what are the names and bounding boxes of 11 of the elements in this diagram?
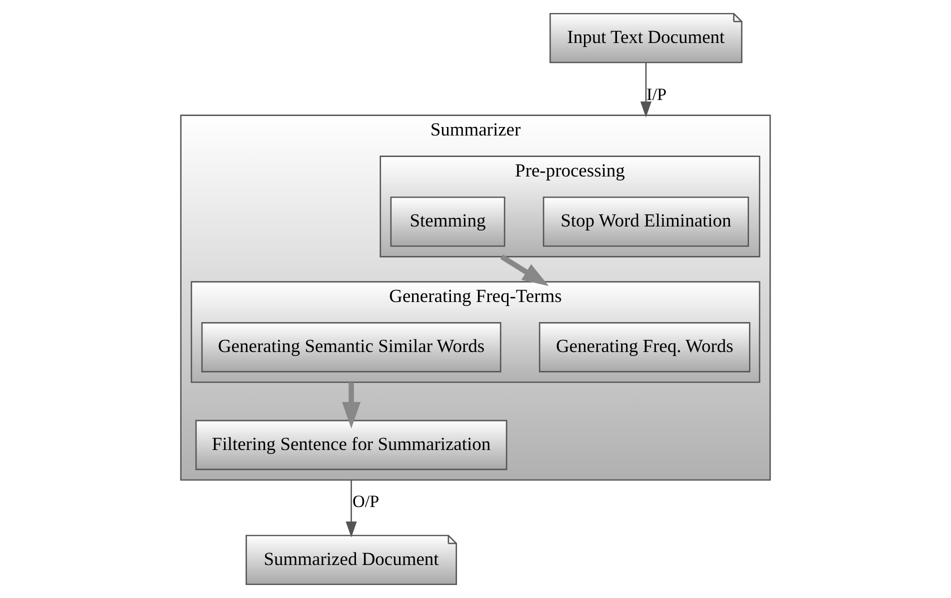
node-box: Generating Freq. Words (538, 322, 750, 372)
arrow (346, 480, 357, 538)
node-box: Generating Semantic Similar Words (201, 322, 502, 372)
arrow (500, 254, 549, 286)
node-box: Filtering Sentence for Summarization (195, 420, 508, 470)
node-box: Stemming (390, 196, 506, 247)
edge-label: O/P (352, 492, 380, 511)
node-box: Stop Word Elimination (542, 196, 749, 247)
arrow (640, 62, 652, 118)
edge-label: I/P (646, 85, 667, 104)
arrow (342, 382, 361, 428)
